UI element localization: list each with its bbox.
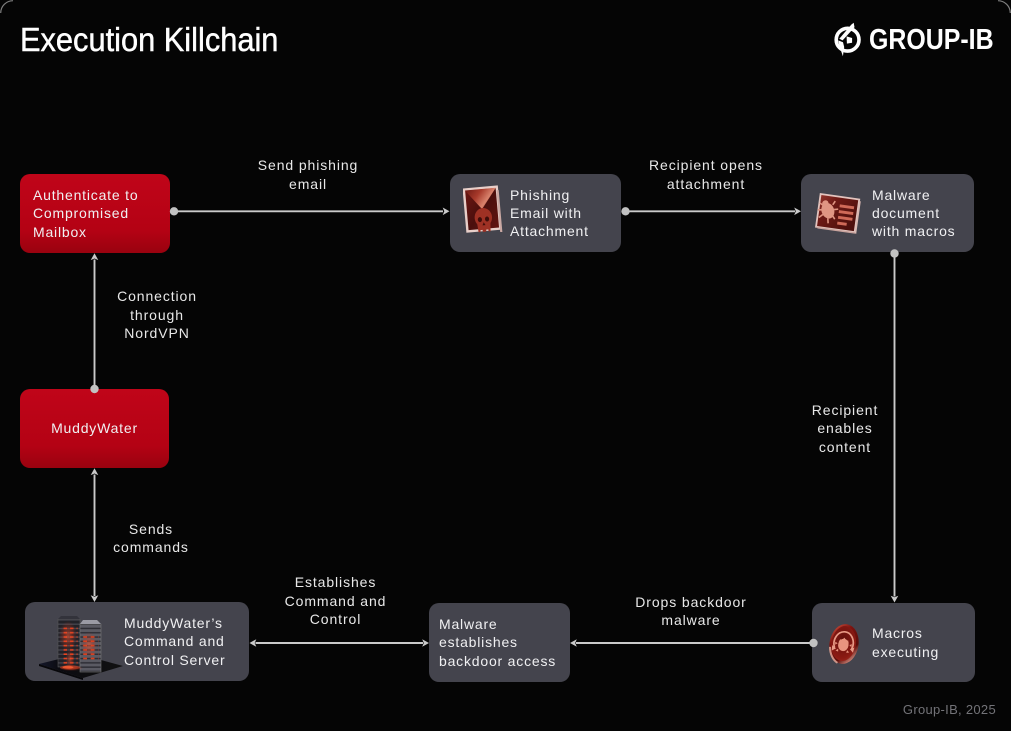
- svg-text:GROUP-IB: GROUP-IB: [869, 24, 994, 56]
